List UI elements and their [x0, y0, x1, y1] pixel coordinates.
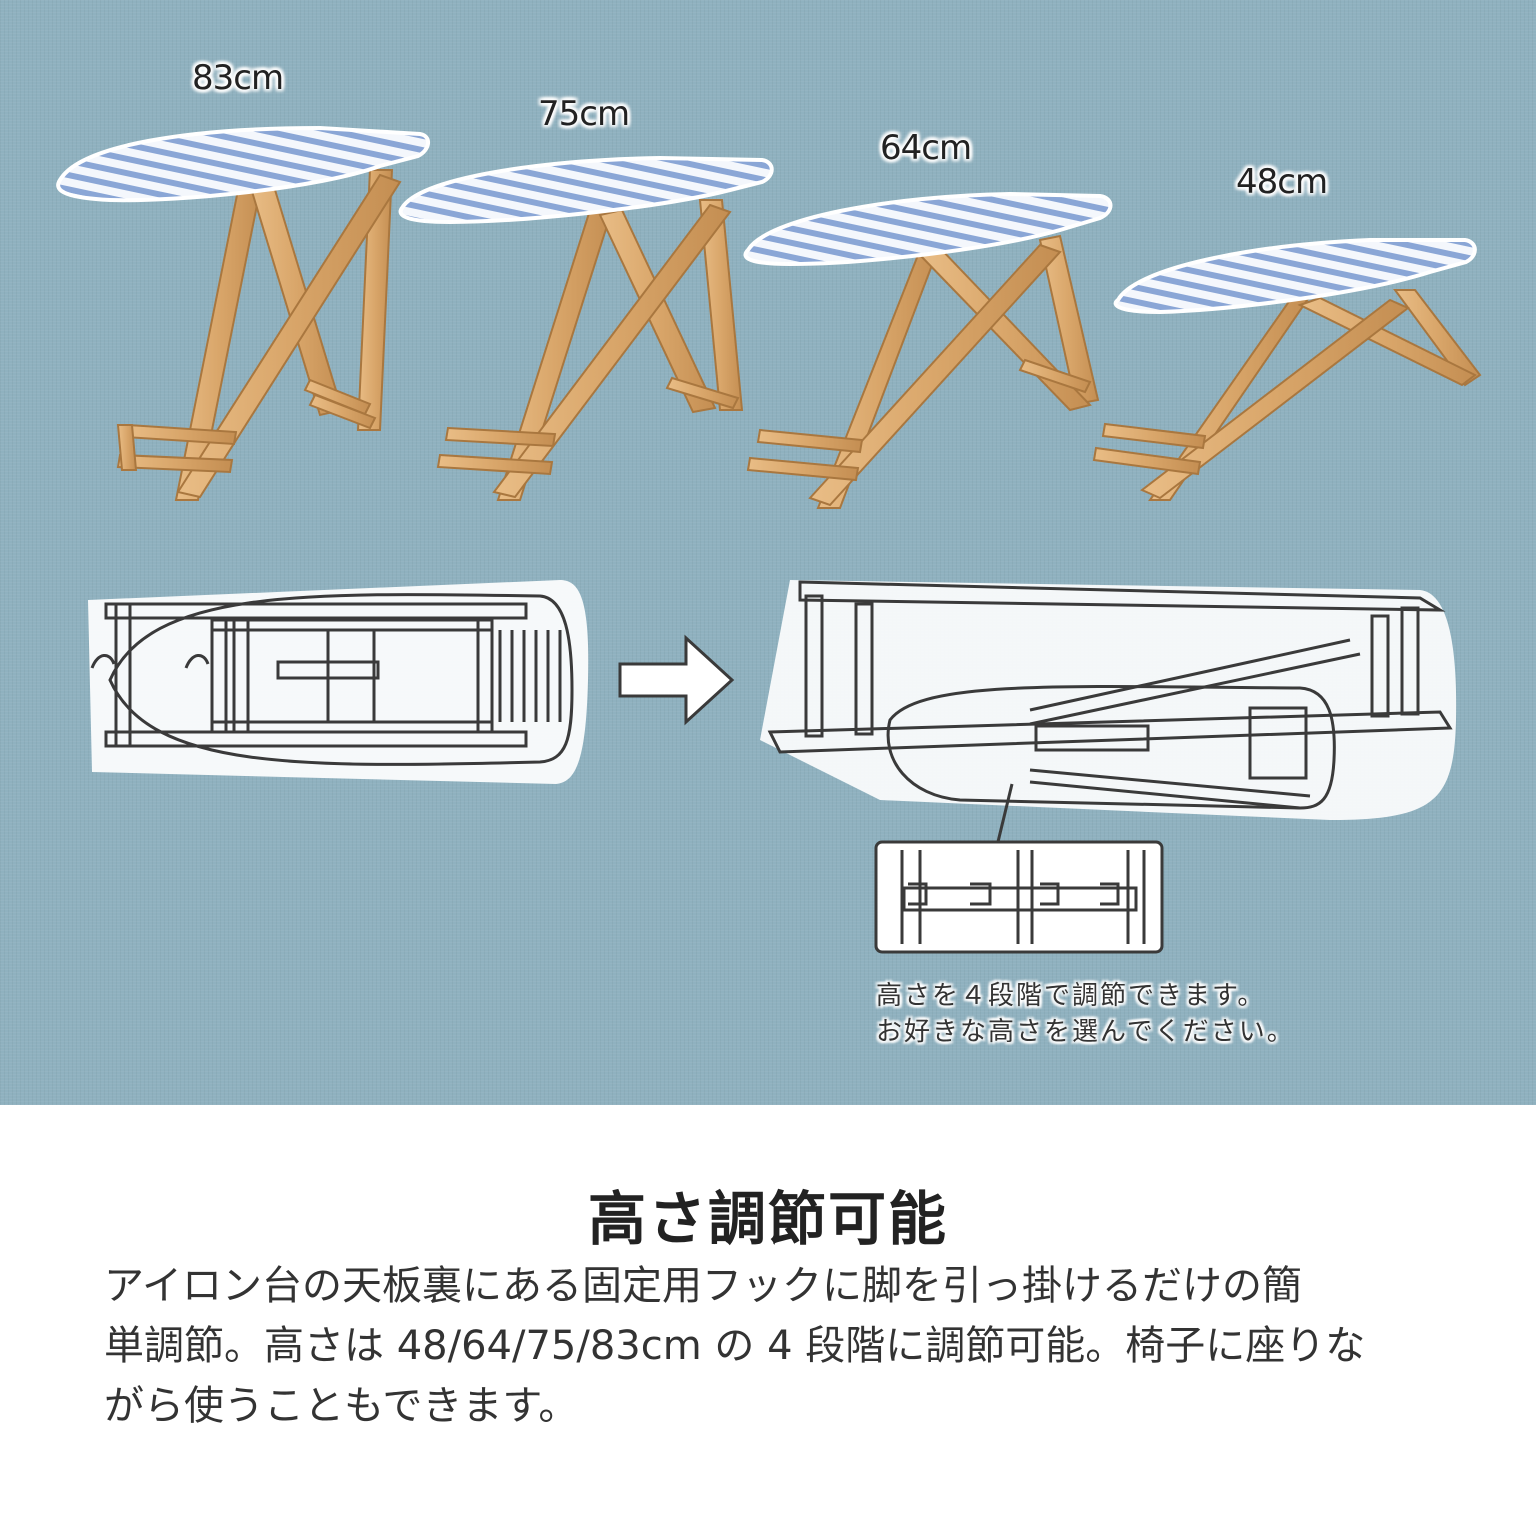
hook-detail-inset — [874, 840, 1164, 954]
height-label-75: 75cm — [538, 94, 630, 134]
ironing-board-48cm — [1092, 238, 1482, 501]
ironing-board-64cm — [743, 191, 1113, 509]
description-line: 単調節。高さは 48/64/75/83cm の 4 段階に調節可能。椅子に座りな — [104, 1323, 1366, 1369]
ironing-board-illustrations — [56, 125, 1482, 954]
ironing-board-83cm — [56, 125, 430, 501]
board-underside-diagram — [760, 580, 1457, 954]
product-hero-panel: 83cm 75cm 64cm 48cm 高さを４段階で調節できます。 お好きな高… — [0, 0, 1536, 1105]
height-label-64: 64cm — [880, 128, 972, 168]
description-line: がら使うこともできます。 — [104, 1383, 579, 1429]
adjustment-caption: 高さを４段階で調節できます。 お好きな高さを選んでください。 — [876, 978, 1295, 1050]
caption-line: 高さを４段階で調節できます。 — [876, 981, 1266, 1011]
ironing-board-75cm — [398, 155, 774, 501]
height-label-83: 83cm — [192, 58, 284, 98]
section-title: 高さ調節可能 — [587, 1185, 948, 1253]
arrow-right-icon — [618, 634, 735, 726]
folded-board-diagram — [88, 580, 589, 784]
description-line: アイロン台の天板裏にある固定用フックに脚を引っ掛けるだけの簡 — [104, 1263, 1302, 1309]
height-label-48: 48cm — [1236, 162, 1328, 202]
description-text: アイロン台の天板裏にある固定用フックに脚を引っ掛けるだけの簡 単調節。高さは 4… — [104, 1256, 1444, 1436]
caption-line: お好きな高さを選んでください。 — [876, 1017, 1295, 1047]
